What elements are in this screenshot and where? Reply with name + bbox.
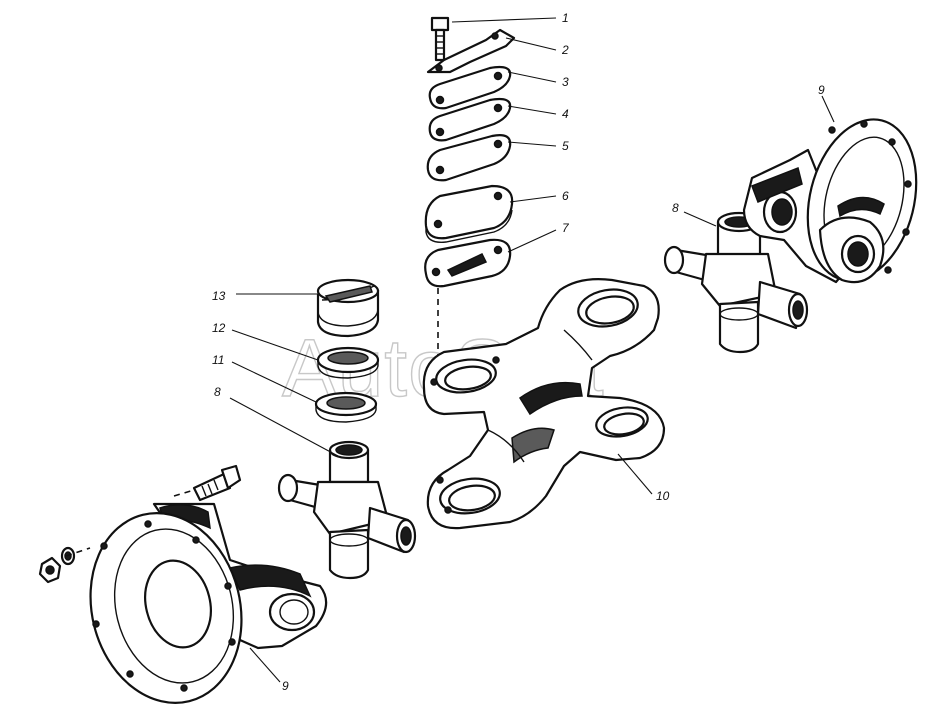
callout-8-right: 8 <box>672 201 679 215</box>
part-7-gasket <box>424 238 512 288</box>
callout-11: 11 <box>212 353 224 367</box>
bolt-axis-left <box>65 547 91 557</box>
callout-2: 2 <box>561 43 569 57</box>
part-5-shim <box>426 134 512 182</box>
part-13-bearing-cup <box>316 278 380 338</box>
part-11-seal <box>314 391 378 423</box>
part-10-yoke-housing <box>422 278 666 530</box>
part-2-lock-plate <box>426 28 516 74</box>
bolt-axis-upper <box>173 489 195 497</box>
part-9-flange-yoke-right <box>742 118 918 284</box>
part-6-cover <box>424 184 514 243</box>
callout-9-left: 9 <box>282 679 289 693</box>
part-bolt-left <box>192 464 242 502</box>
callout-9-right: 9 <box>818 83 825 97</box>
callout-1: 1 <box>562 11 569 25</box>
callout-4: 4 <box>562 107 569 121</box>
callout-7: 7 <box>562 221 570 235</box>
callout-3: 3 <box>562 75 569 89</box>
callout-10: 10 <box>656 489 670 503</box>
callouts: 1 2 3 4 5 6 7 8 8 9 9 10 11 12 13 <box>212 11 825 693</box>
part-3-shim <box>428 65 512 110</box>
callout-12: 12 <box>212 321 226 335</box>
part-8-cross-left <box>277 440 417 580</box>
callout-5: 5 <box>562 139 569 153</box>
part-1-bolt <box>430 16 450 62</box>
part-4-shim <box>428 97 512 142</box>
callout-8-left: 8 <box>214 385 221 399</box>
leader-lines <box>229 17 835 683</box>
part-8-cross-right <box>663 211 809 354</box>
part-9-flange-yoke-left <box>89 502 328 704</box>
part-nut-left <box>38 556 62 584</box>
callout-13: 13 <box>212 289 226 303</box>
callout-6: 6 <box>562 189 569 203</box>
